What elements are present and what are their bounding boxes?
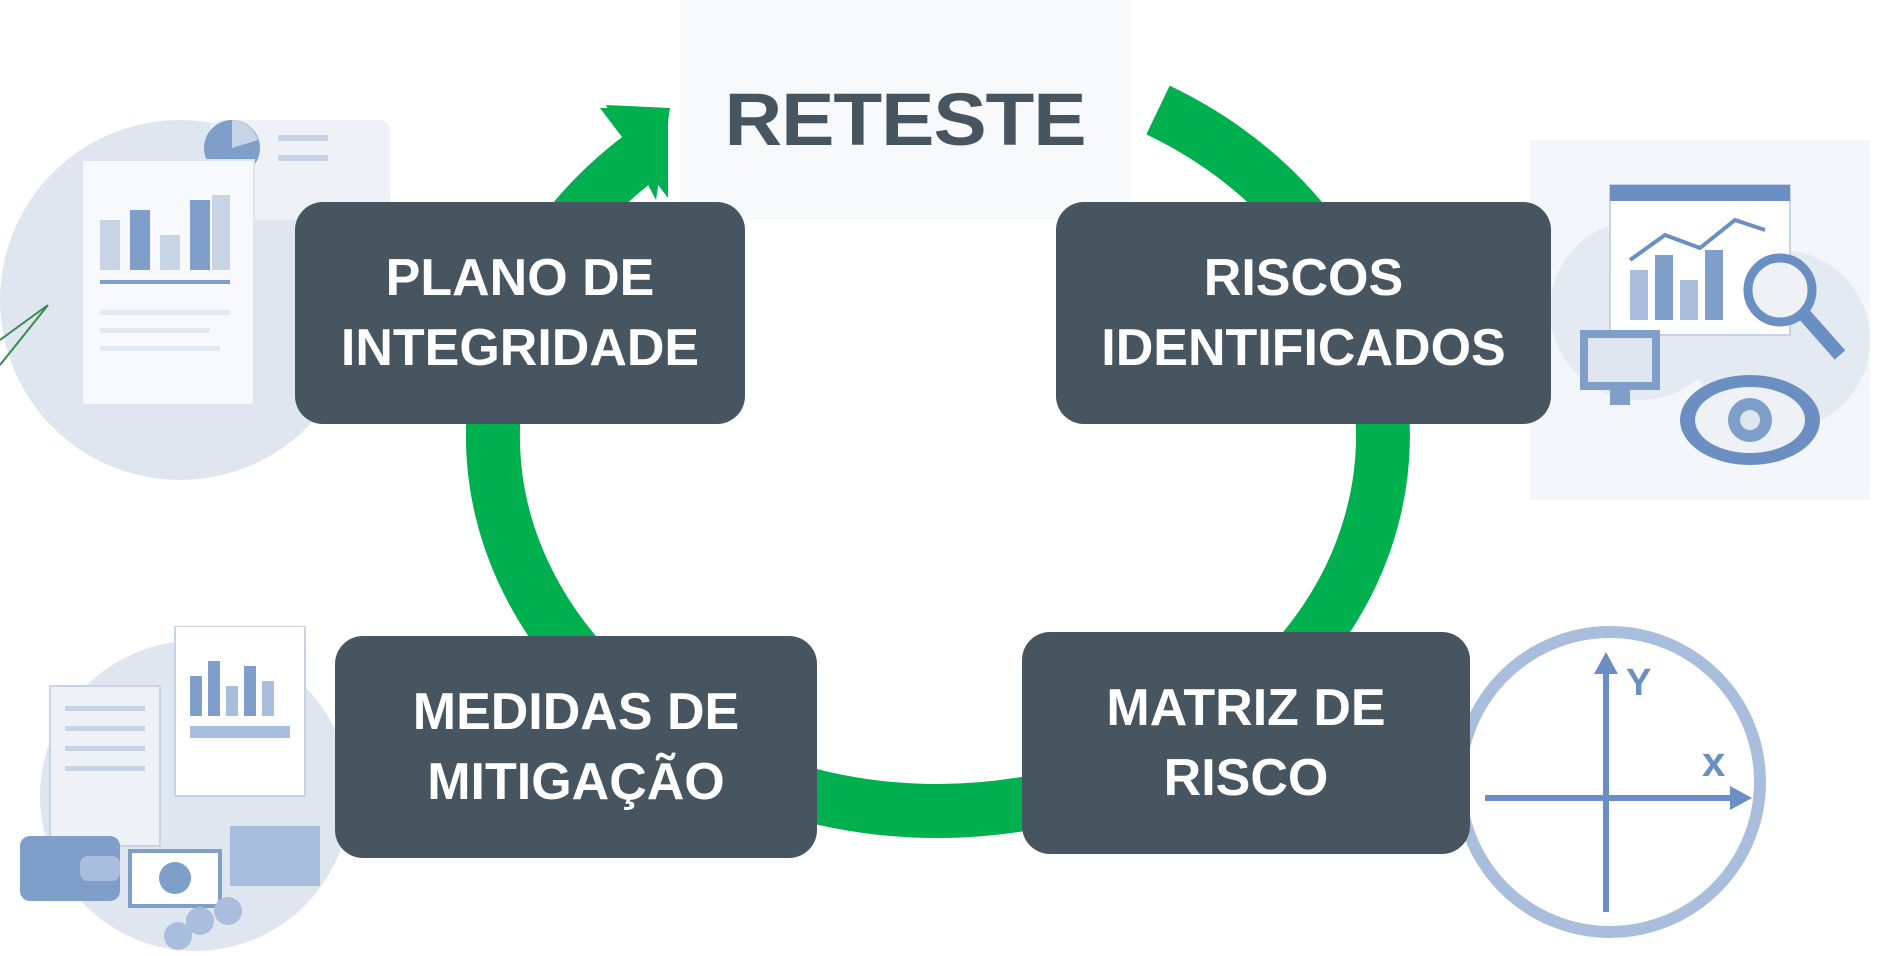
step-label-line2: RISCO [1163,749,1329,807]
step-plano-de-integridade: PLANO DE INTEGRIDADE [295,202,745,424]
step-matriz-de-risco: MATRIZ DE RISCO [1022,632,1470,854]
step-label-line1: MEDIDAS DE [412,683,740,741]
step-label-line1: PLANO DE [385,249,655,307]
step-label-line2: MITIGAÇÃO [427,753,725,811]
step-label-line1: RISCOS [1203,249,1404,307]
arrow-head-tip [606,105,670,200]
y-axis-label: Y [1626,662,1652,704]
title-backdrop [680,0,1130,220]
step-label-line1: MATRIZ DE [1106,679,1386,737]
report-illustration [0,120,390,480]
axis-chart-illustration [1454,626,1766,938]
analytics-illustration [1530,140,1870,500]
step-label-line2: IDENTIFICADOS [1101,319,1506,377]
x-axis-label: x [1702,738,1726,785]
diagram-title: RETESTE [724,77,1086,161]
step-riscos-identificados: RISCOS IDENTIFICADOS [1056,202,1551,424]
finance-illustration [20,626,350,951]
step-medidas-de-mitigacao: MEDIDAS DE MITIGAÇÃO [335,636,817,858]
step-label-line2: INTEGRIDADE [340,319,700,377]
